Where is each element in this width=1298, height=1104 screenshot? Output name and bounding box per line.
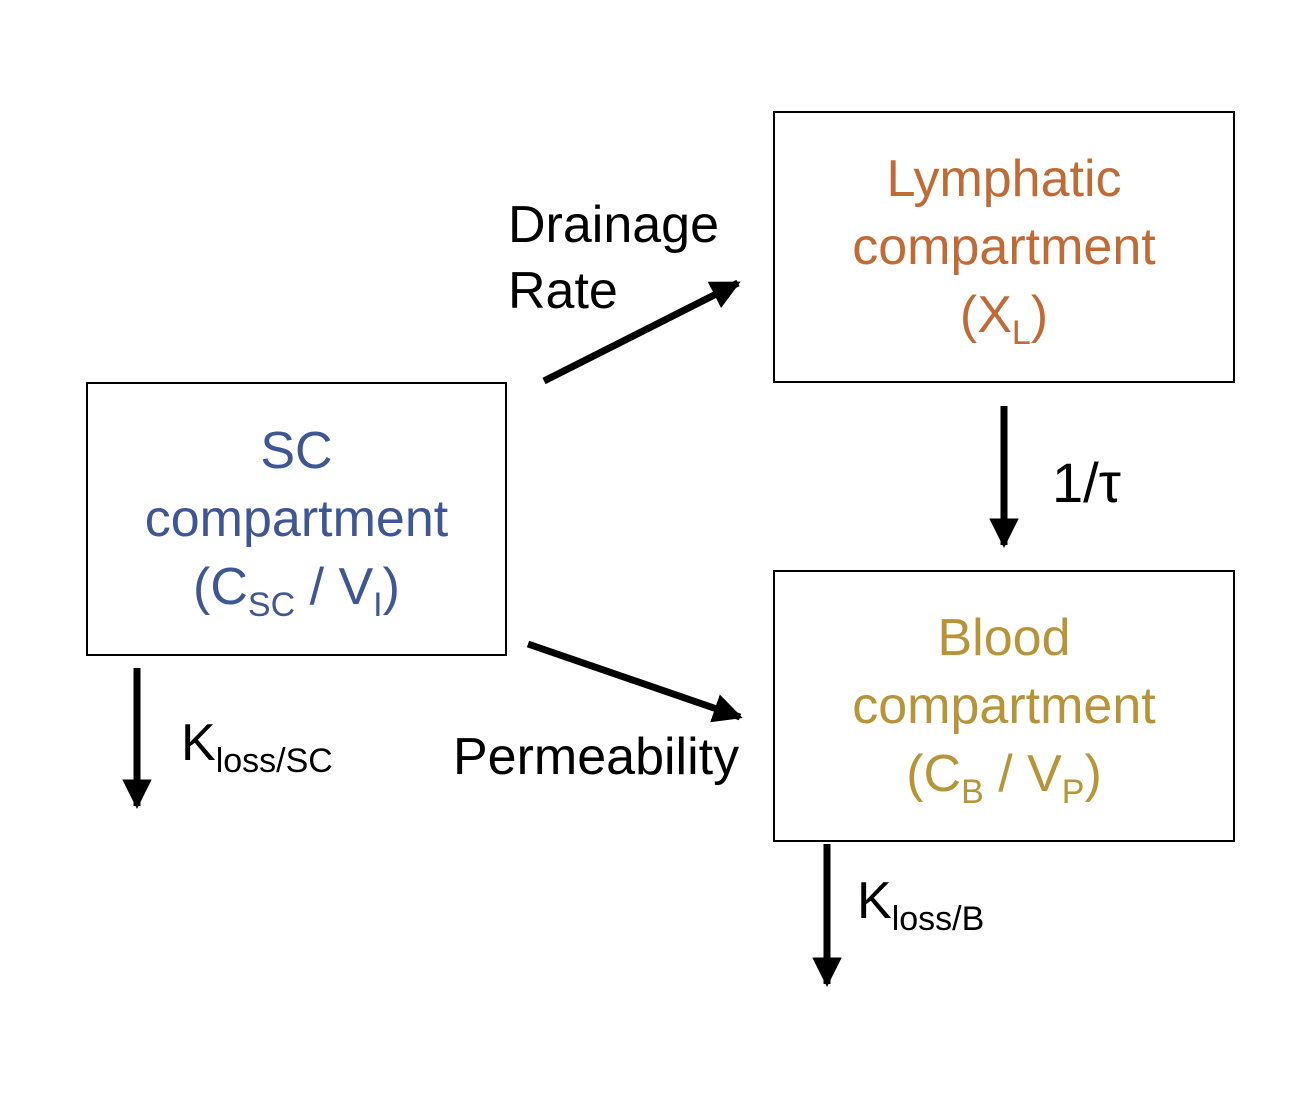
sc-compartment-formula: (CSC / VI) (193, 558, 400, 624)
lymphatic-compartment-title: Lymphatic (886, 150, 1122, 208)
lymphatic-compartment-subtitle: compartment (852, 218, 1156, 276)
drainage-rate-label: Drainage Rate (508, 192, 719, 324)
blood-compartment-box: Blood compartment (CB / VP) (773, 570, 1235, 842)
sc-compartment-box: SC compartment (CSC / VI) (86, 382, 507, 656)
lymphatic-compartment-box: Lymphatic compartment (XL) (773, 111, 1235, 383)
blood-compartment-subtitle: compartment (852, 677, 1156, 735)
blood-compartment-formula: (CB / VP) (906, 745, 1102, 811)
kloss-b-label: Kloss/B (857, 872, 985, 938)
lymphatic-compartment-formula: (XL) (959, 286, 1049, 352)
sc-compartment-title: SC (260, 422, 333, 480)
drainage-label-line1: Drainage (508, 196, 720, 254)
tau-rate-label: 1/τ (1052, 451, 1121, 514)
sc-compartment-subtitle: compartment (144, 490, 449, 548)
kloss-sc-label: Kloss/SC (181, 714, 333, 780)
blood-compartment-title: Blood (937, 609, 1071, 667)
drainage-label-line2: Rate (508, 262, 618, 320)
drainage-arrow (542, 279, 741, 385)
permeability-label: Permeability (453, 728, 740, 786)
permeability-arrow (526, 640, 743, 723)
